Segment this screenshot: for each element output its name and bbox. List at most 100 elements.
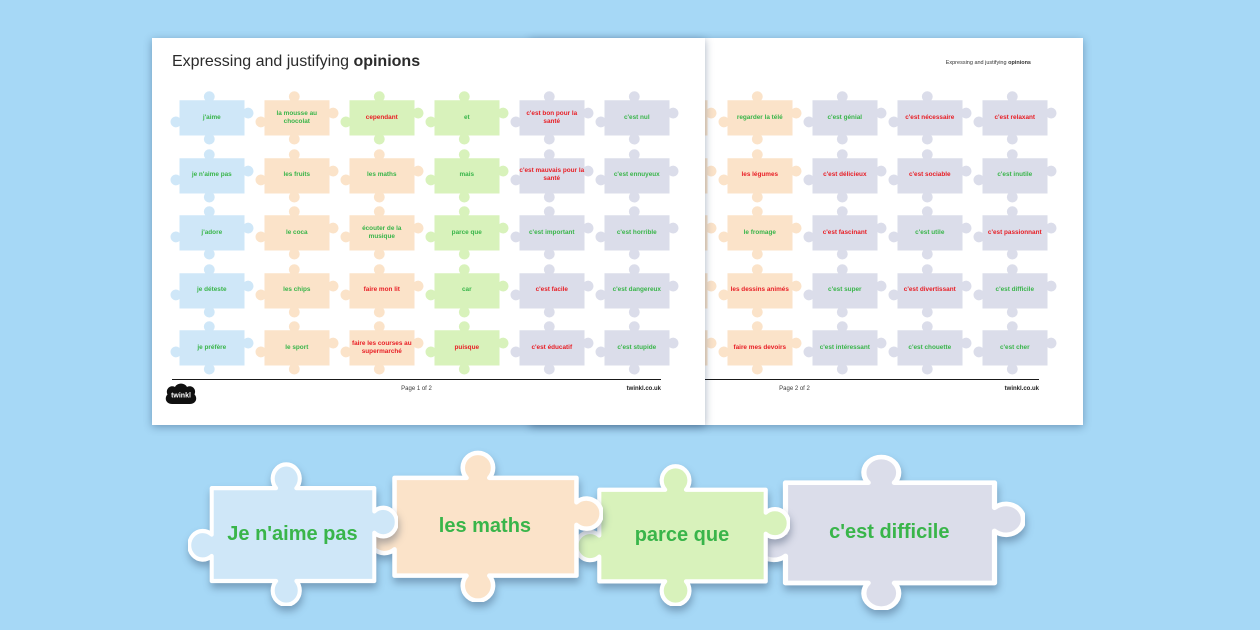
puzzle-piece-label: c'est génial [827,113,863,121]
puzzle-piece-shape [170,91,254,145]
puzzle-piece-label: je n'aime pas [191,171,232,179]
puzzle-piece-label: c'est stupide [617,343,657,351]
puzzle-piece-label: et [463,113,470,121]
puzzle-piece-label: les dessins animés [730,286,789,294]
puzzle-piece-label: j'aime [202,113,221,121]
puzzle-piece-label: les maths [438,515,532,538]
puzzle-piece-label: c'est sociable [908,171,951,179]
page-title: Expressing and justifying opinions [172,53,420,71]
footer-rule [172,379,661,380]
puzzle-piece-label: le fromage [743,228,776,236]
puzzle-piece: le sport [255,318,339,375]
puzzle-piece-shape [255,148,339,203]
puzzle-piece-shape [575,464,790,606]
puzzle-piece-label: les chips [283,286,311,294]
puzzle-piece-label: c'est utile [915,228,945,236]
puzzle-piece-shape [973,321,1057,375]
strip-puzzle-piece: c'est difficile [755,448,1025,610]
puzzle-piece: faire les courses au supermarché [340,318,424,375]
puzzle-piece-shape [255,206,339,260]
puzzle-piece-label: car [461,286,472,294]
puzzle-piece: c'est génial [803,88,887,145]
puzzle-piece-shape [368,450,603,602]
puzzle-piece: mais [425,146,509,203]
puzzle-piece: j'aime [170,88,254,145]
puzzle-piece: c'est fascinant [803,203,887,260]
puzzle-piece: c'est passionnant [973,203,1057,260]
strip-puzzle-piece: Je n'aime pas [188,456,398,606]
puzzle-piece-shape [888,321,972,375]
page2-header-regular: Expressing and justifying [945,60,1009,66]
puzzle-piece-label: c'est horrible [616,228,657,236]
page1-site-url: twinkl.co.uk [626,386,661,392]
puzzle-piece-label: c'est dangereux [612,286,661,294]
page2-footer: Page 2 of 2 twinkl.co.uk [550,379,1039,421]
puzzle-piece: écouter de la musique [340,203,424,260]
puzzle-piece: c'est super [803,261,887,318]
strip-puzzle-piece: les maths [368,444,603,602]
puzzle-piece-label: les légumes [741,171,779,179]
puzzle-piece-shape [170,206,254,260]
puzzle-piece-shape [718,263,802,318]
title-regular: Expressing and justifying [172,53,354,70]
puzzle-piece-label: c'est relaxant [994,113,1036,121]
puzzle-piece-shape [803,206,887,260]
puzzle-piece-shape [510,206,594,260]
puzzle-piece: c'est difficile [973,261,1057,318]
puzzle-piece-label: je préfère [197,343,227,351]
puzzle-piece: c'est éducatif [510,318,594,375]
puzzle-piece-label: c'est nécessaire [905,113,955,121]
puzzle-piece: les dessins animés [718,261,802,318]
twinkl-cloud-icon: twinkl [165,383,197,404]
title-bold: opinions [353,53,421,70]
puzzle-piece-label: faire mes devoirs [733,343,787,351]
puzzle-piece: c'est utile [888,203,972,260]
puzzle-piece: c'est relaxant [973,88,1057,145]
puzzle-piece: le coca [255,203,339,260]
puzzle-piece-shape [803,148,887,203]
puzzle-piece-shape [510,321,594,375]
puzzle-piece-shape [718,321,802,375]
puzzle-piece-label: faire mon lit [363,286,400,294]
puzzle-piece-label: regarder la télé [736,113,783,121]
page2-site-url: twinkl.co.uk [1004,386,1039,392]
puzzle-piece-shape [888,206,972,260]
puzzle-piece: c'est divertissant [888,261,972,318]
puzzle-piece: puisque [425,318,509,375]
puzzle-piece: la mousse au chocolat [255,88,339,145]
puzzle-piece-shape [510,148,594,203]
puzzle-piece-shape [170,321,254,375]
puzzle-piece-shape [425,206,509,260]
puzzle-piece-label: le sport [285,343,309,351]
puzzle-piece-label: c'est nul [623,113,650,121]
puzzle-piece-shape [255,321,339,375]
puzzle-piece-shape [973,263,1057,318]
puzzle-piece-shape [425,263,509,318]
puzzle-piece: faire mon lit [340,261,424,318]
puzzle-piece: les maths [340,146,424,203]
puzzle-piece: je déteste [170,261,254,318]
puzzle-piece-shape [803,321,887,375]
puzzle-piece-shape [510,91,594,145]
puzzle-piece-label: mais [459,171,475,179]
puzzle-piece-label: c'est chouette [908,343,952,351]
puzzle-piece-label: le coca [285,228,308,236]
twinkl-logo: twinkl [163,382,199,413]
puzzle-piece-label: c'est divertissant [903,286,956,294]
puzzle-piece-shape [340,148,424,203]
puzzle-piece-label: c'est délicieux [823,171,867,179]
puzzle-piece-label: c'est mauvais pour la santé [519,167,585,183]
puzzle-piece-shape [425,148,509,203]
puzzle-piece-shape [888,148,972,203]
puzzle-piece-shape [170,263,254,318]
puzzle-piece-label: j'adore [201,228,223,236]
puzzle-piece-shape [340,91,424,145]
puzzle-piece: je n'aime pas [170,146,254,203]
puzzle-piece: les légumes [718,146,802,203]
puzzle-piece-shape [595,91,679,145]
puzzle-piece: c'est inutile [973,146,1057,203]
puzzle-piece-label: parce que [451,228,482,236]
page1-number: Page 1 of 2 [401,386,432,392]
puzzle-piece-shape [755,454,1025,610]
